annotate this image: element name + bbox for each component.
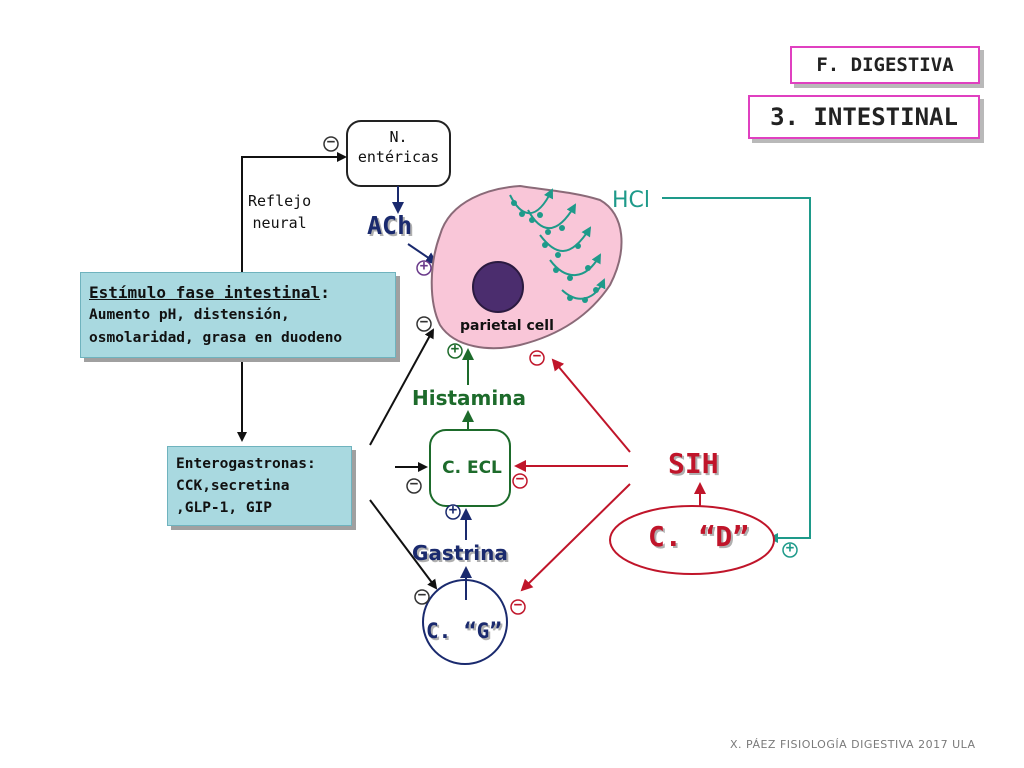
stimulus-line-2: osmolaridad, grasa en duodeno [89, 330, 343, 346]
sign-minus-parietal-sih: − [532, 348, 542, 364]
stimulus-box: Estímulo fase intestinal: Aumento pH, di… [80, 272, 396, 358]
enterogastrones-arrows [369, 328, 438, 590]
stimulus-title-text: Estímulo fase intestinal [89, 283, 321, 302]
sih-label: SIH [668, 447, 719, 480]
parietal-cell-label: parietal cell [460, 318, 554, 334]
sign-minus-ecl-right: − [515, 471, 525, 487]
ach-label: ACh [367, 211, 413, 240]
sign-minus-ecl-left: − [409, 476, 419, 492]
d-cell-label: C. “D” [648, 520, 750, 553]
parietal-vesicles [511, 200, 599, 303]
sign-minus-parietal-left: − [419, 314, 429, 330]
footer-credit: X. PÁEZ FISIOLOGÍA DIGESTIVA 2017 ULA [730, 738, 976, 751]
sign-plus-ach: + [419, 258, 429, 274]
reflex-line-1: Reflejo [248, 192, 312, 210]
d-cell [609, 505, 775, 575]
neural-reflex-path [237, 152, 347, 442]
phase-tag: 3. INTESTINAL [748, 95, 980, 139]
neural-reflex-label: Reflejo neural [248, 190, 311, 234]
sign-circles [323, 136, 798, 615]
sign-plus-histamine: + [450, 341, 460, 357]
histamine-label: Histamina [412, 386, 526, 410]
gastrin-label: Gastrina [412, 541, 508, 565]
hcl-label: HCl [612, 188, 651, 213]
g-cell-label: C. “G” [426, 619, 502, 643]
ach-to-parietal-arrow [407, 243, 438, 265]
sign-minus-gcell-right: − [513, 597, 523, 613]
parietal-cell [430, 184, 623, 350]
reflex-line-2: neural [252, 214, 307, 232]
enteric-line-2: entéricas [357, 148, 440, 166]
ecl-cell [429, 429, 511, 507]
enterogastrones-line-1: Enterogastronas: [176, 456, 316, 472]
stimulus-line-1: Aumento pH, distensión, [89, 307, 290, 323]
enterogastrones-box: Enterogastronas: CCK,secretina ,GLP-1, G… [167, 446, 352, 526]
hcl-feedback-line [662, 197, 811, 543]
enteric-line-1: N. [389, 128, 408, 146]
sign-plus-dcell: + [785, 540, 795, 556]
parietal-nucleus [472, 261, 524, 313]
section-tag: F. DIGESTIVA [790, 46, 980, 84]
enteric-nerves-label: N. entéricas [347, 127, 450, 167]
sign-minus-gcell-left: − [417, 587, 427, 603]
sih-inhibition-arrows [514, 358, 631, 592]
enterogastrones-line-3: ,GLP-1, GIP [176, 500, 273, 516]
enterogastrones-line-2: CCK,secretina [176, 478, 290, 494]
stimulus-title: Estímulo fase intestinal: [89, 281, 387, 304]
ecl-label: C. ECL [442, 458, 502, 478]
stimulus-title-colon: : [320, 283, 330, 302]
sign-minus-enteric: − [326, 134, 336, 150]
sign-plus-gastrin: + [448, 502, 458, 518]
